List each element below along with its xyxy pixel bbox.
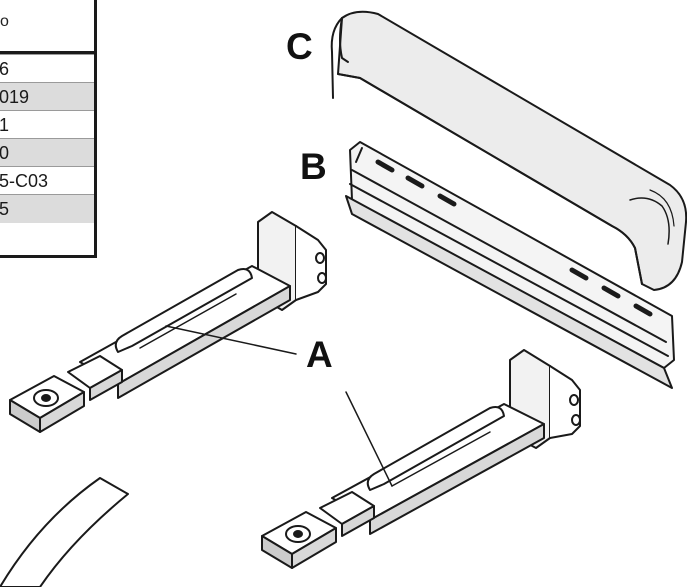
leader-line-a-lower <box>345 391 393 487</box>
parts-table-row: 6 <box>0 54 94 83</box>
parts-table: o 6 019 1 0 5-C03 5 <box>0 0 97 258</box>
parts-table-cell: 019 <box>0 87 30 107</box>
leader-line-a-upper <box>165 325 297 355</box>
callout-c: C <box>286 26 313 67</box>
callout-a: A <box>306 334 333 375</box>
parts-table-cell: 5-C03 <box>0 171 49 191</box>
parts-table-row: 019 <box>0 82 94 111</box>
partial-strip <box>0 477 129 587</box>
parts-table-cell: 1 <box>0 115 10 135</box>
parts-table-row: 5-C03 <box>0 166 94 195</box>
parts-table-cell: 5 <box>0 199 10 219</box>
parts-table-row: 5 <box>0 194 94 223</box>
part-a-bracket-lower <box>261 349 581 569</box>
part-a-bracket-upper <box>9 211 327 433</box>
parts-table-cell: 0 <box>0 143 10 163</box>
parts-table-header-text: o <box>0 13 9 30</box>
parts-table-cell: 6 <box>0 59 10 79</box>
parts-table-row: 0 <box>0 138 94 167</box>
callout-b: B <box>300 146 327 187</box>
parts-table-row: 1 <box>0 110 94 139</box>
parts-table-header: o <box>0 0 94 54</box>
part-c-cover <box>330 10 687 291</box>
part-b-rail <box>345 141 675 389</box>
